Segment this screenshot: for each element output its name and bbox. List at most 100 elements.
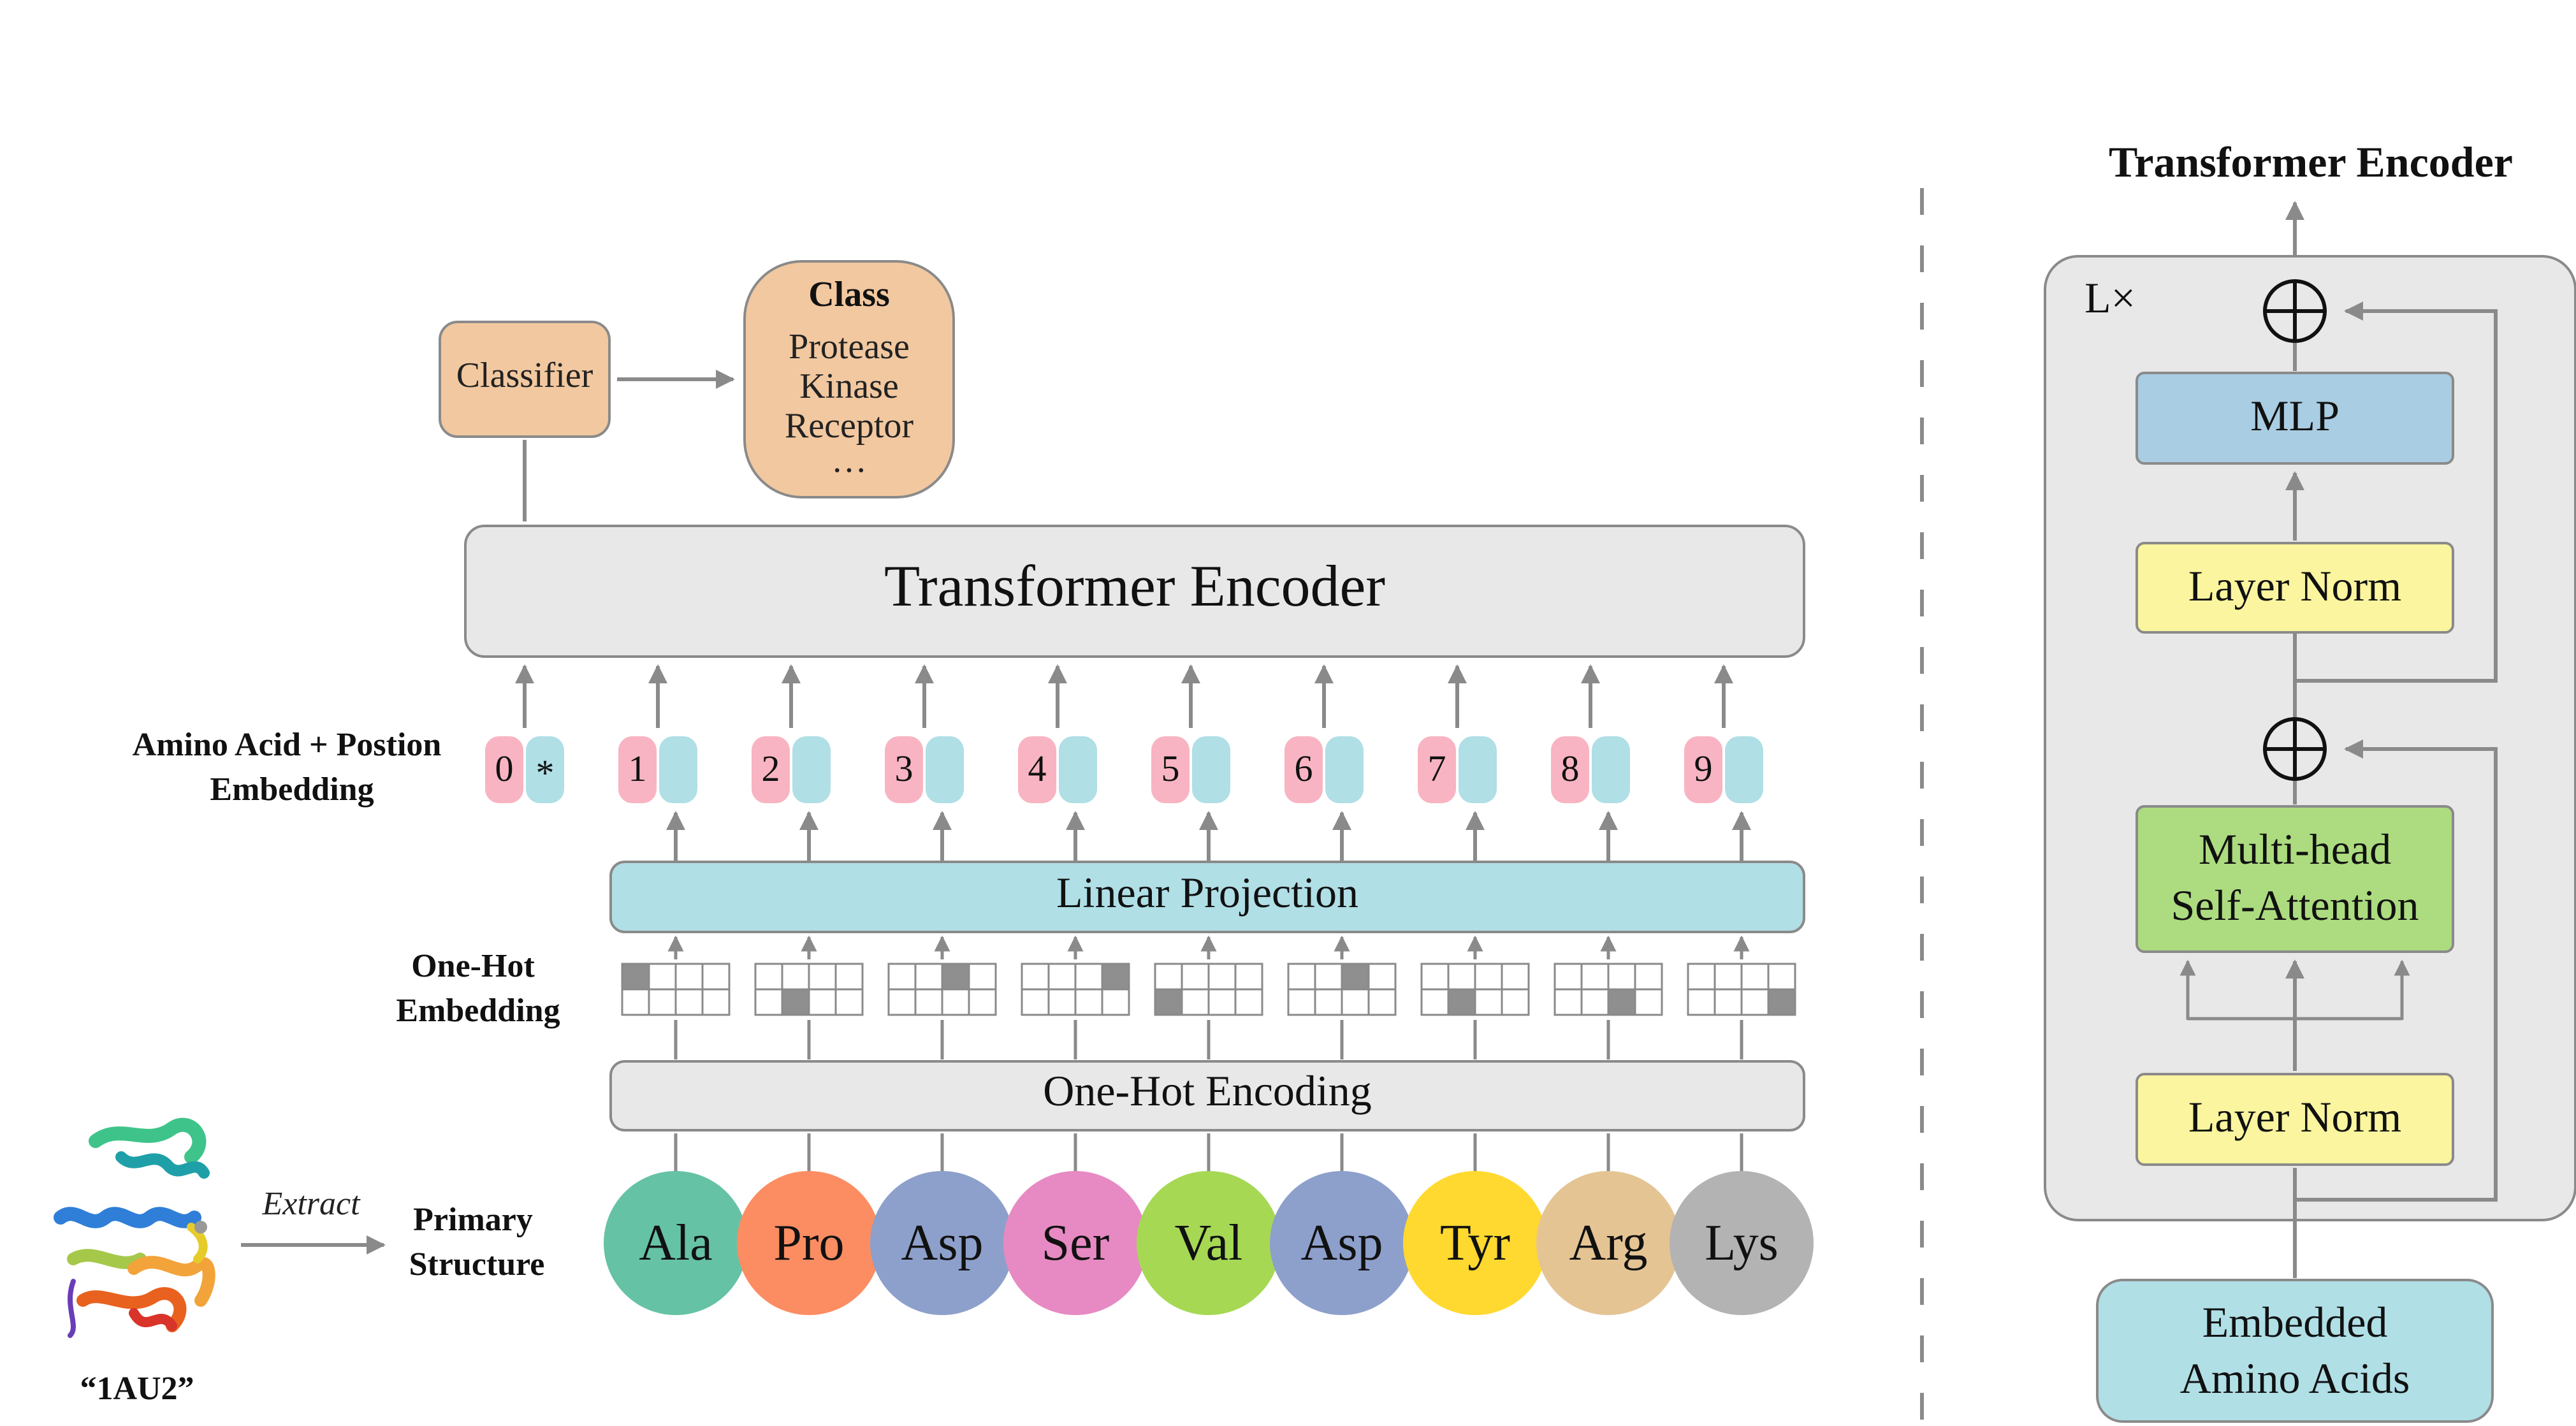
- onehot-cell: [1021, 988, 1050, 1016]
- onehot-cell: [648, 963, 677, 991]
- position-index-label: 2: [762, 748, 780, 789]
- position-embedding-chip: [485, 736, 523, 803]
- linear-projection-box: [609, 861, 1805, 933]
- classifier-box: [439, 321, 611, 438]
- onehot-cell: [1634, 988, 1663, 1016]
- embedding-side-label: Amino Acid + Postion: [133, 727, 442, 763]
- onehot-cell: [1501, 963, 1530, 991]
- amino-acid-circle: [1670, 1171, 1814, 1315]
- add-icon: [2263, 279, 2327, 343]
- onehot-cell: [1207, 988, 1237, 1016]
- onehot-cell: [834, 988, 864, 1016]
- position-embedding-chip: [752, 736, 790, 803]
- onehot-cell: [1021, 963, 1050, 991]
- position-embedding-chip: [1418, 736, 1456, 803]
- class-item: Kinase: [799, 367, 899, 406]
- onehot-cell: [754, 963, 783, 991]
- onehot-cell: [808, 963, 837, 991]
- onehot-cell: [754, 988, 783, 1016]
- onehot-cell: [834, 963, 864, 991]
- amino-acid-label: Pro: [773, 1215, 844, 1271]
- mlp-box: [2136, 372, 2454, 465]
- onehot-encoding-label: One-Hot Encoding: [1043, 1066, 1372, 1115]
- position-embedding-chip: [1018, 736, 1056, 803]
- embedded-input-label: Embedded: [2202, 1298, 2388, 1346]
- onehot-cell: [1047, 988, 1077, 1016]
- encoder-detail-title: Transformer Encoder: [2109, 138, 2513, 186]
- onehot-cell-active: [1154, 988, 1183, 1016]
- attention-box: [2136, 805, 2454, 953]
- onehot-cell: [648, 988, 677, 1016]
- onehot-cell: [914, 988, 943, 1016]
- amino-acid-circle: [1403, 1171, 1547, 1315]
- amino-acid-label: Arg: [1569, 1215, 1648, 1271]
- onehot-cell: [887, 963, 917, 991]
- onehot-side-label: One-Hot: [411, 948, 535, 984]
- onehot-cell: [1607, 963, 1636, 991]
- amino-acid-label: Asp: [1301, 1215, 1383, 1271]
- position-embedding-chip: [1684, 736, 1722, 803]
- mlp-label: MLP: [2250, 391, 2340, 440]
- layer-norm-label: Layer Norm: [2188, 1093, 2401, 1141]
- residual-connection: [2295, 739, 2498, 1202]
- attention-label: Self-Attention: [2171, 881, 2419, 929]
- onehot-cell: [1314, 963, 1343, 991]
- onehot-cell: [968, 988, 997, 1016]
- protein-id-label: “1AU2”: [80, 1371, 194, 1407]
- position-embedding-chip: [1551, 736, 1589, 803]
- amino-acid-label: Val: [1175, 1215, 1243, 1271]
- amino-embedding-chip: [659, 736, 697, 803]
- position-embedding-chip: [1284, 736, 1323, 803]
- onehot-embedding-row: [621, 935, 1796, 1059]
- onehot-grid: [1287, 963, 1397, 1016]
- layer-norm-box: [2136, 1073, 2454, 1166]
- position-index-label: 8: [1561, 748, 1580, 789]
- onehot-cell: [808, 988, 837, 1016]
- repeat-label: L×: [2085, 273, 2136, 322]
- class-item: Protease: [789, 327, 910, 367]
- onehot-cell: [1074, 963, 1103, 991]
- onehot-cell: [1740, 988, 1770, 1016]
- onehot-cell: [1580, 988, 1610, 1016]
- onehot-cell: [1101, 988, 1130, 1016]
- onehot-cell-active: [1447, 988, 1476, 1016]
- amino-embedding-chip: [1325, 736, 1364, 803]
- onehot-cell: [674, 988, 704, 1016]
- amino-acid-label: Lys: [1705, 1215, 1779, 1271]
- amino-acid-circle: [1270, 1171, 1414, 1315]
- amino-acid-label: Asp: [901, 1215, 984, 1271]
- onehot-cell: [1287, 963, 1316, 991]
- layer-norm-box: [2136, 542, 2454, 634]
- onehot-cell: [1154, 963, 1183, 991]
- class-item: …: [831, 440, 867, 480]
- primary-structure-label: Primary: [413, 1202, 533, 1238]
- class-title: Class: [808, 275, 890, 314]
- onehot-cell: [914, 963, 943, 991]
- position-index-label: 7: [1428, 748, 1446, 789]
- onehot-cell: [1714, 963, 1743, 991]
- onehot-cell: [1074, 988, 1103, 1016]
- onehot-grid: [1420, 963, 1530, 1016]
- amino-acid-circle: [870, 1171, 1014, 1315]
- onehot-cell: [1367, 963, 1397, 991]
- onehot-cell: [887, 988, 917, 1016]
- class-box: [743, 260, 955, 498]
- amino-embedding-chip: [526, 736, 564, 803]
- position-index-label: 1: [629, 748, 647, 789]
- onehot-grid: [754, 963, 864, 1016]
- onehot-cell: [674, 963, 704, 991]
- amino-acid-circle: [1003, 1171, 1147, 1315]
- primary-structure-label: Structure: [409, 1246, 545, 1283]
- onehot-cell: [701, 988, 731, 1016]
- amino-embedding-chip: [1592, 736, 1630, 803]
- amino-acid-circle: [604, 1171, 748, 1315]
- onehot-cell-active: [1607, 988, 1636, 1016]
- onehot-cell: [701, 963, 731, 991]
- layer-norm-label: Layer Norm: [2188, 562, 2401, 610]
- add-icon: [2263, 717, 2327, 781]
- onehot-cell: [1420, 988, 1450, 1016]
- amino-acid-label: Ser: [1042, 1215, 1110, 1271]
- onehot-grid: [1554, 963, 1663, 1016]
